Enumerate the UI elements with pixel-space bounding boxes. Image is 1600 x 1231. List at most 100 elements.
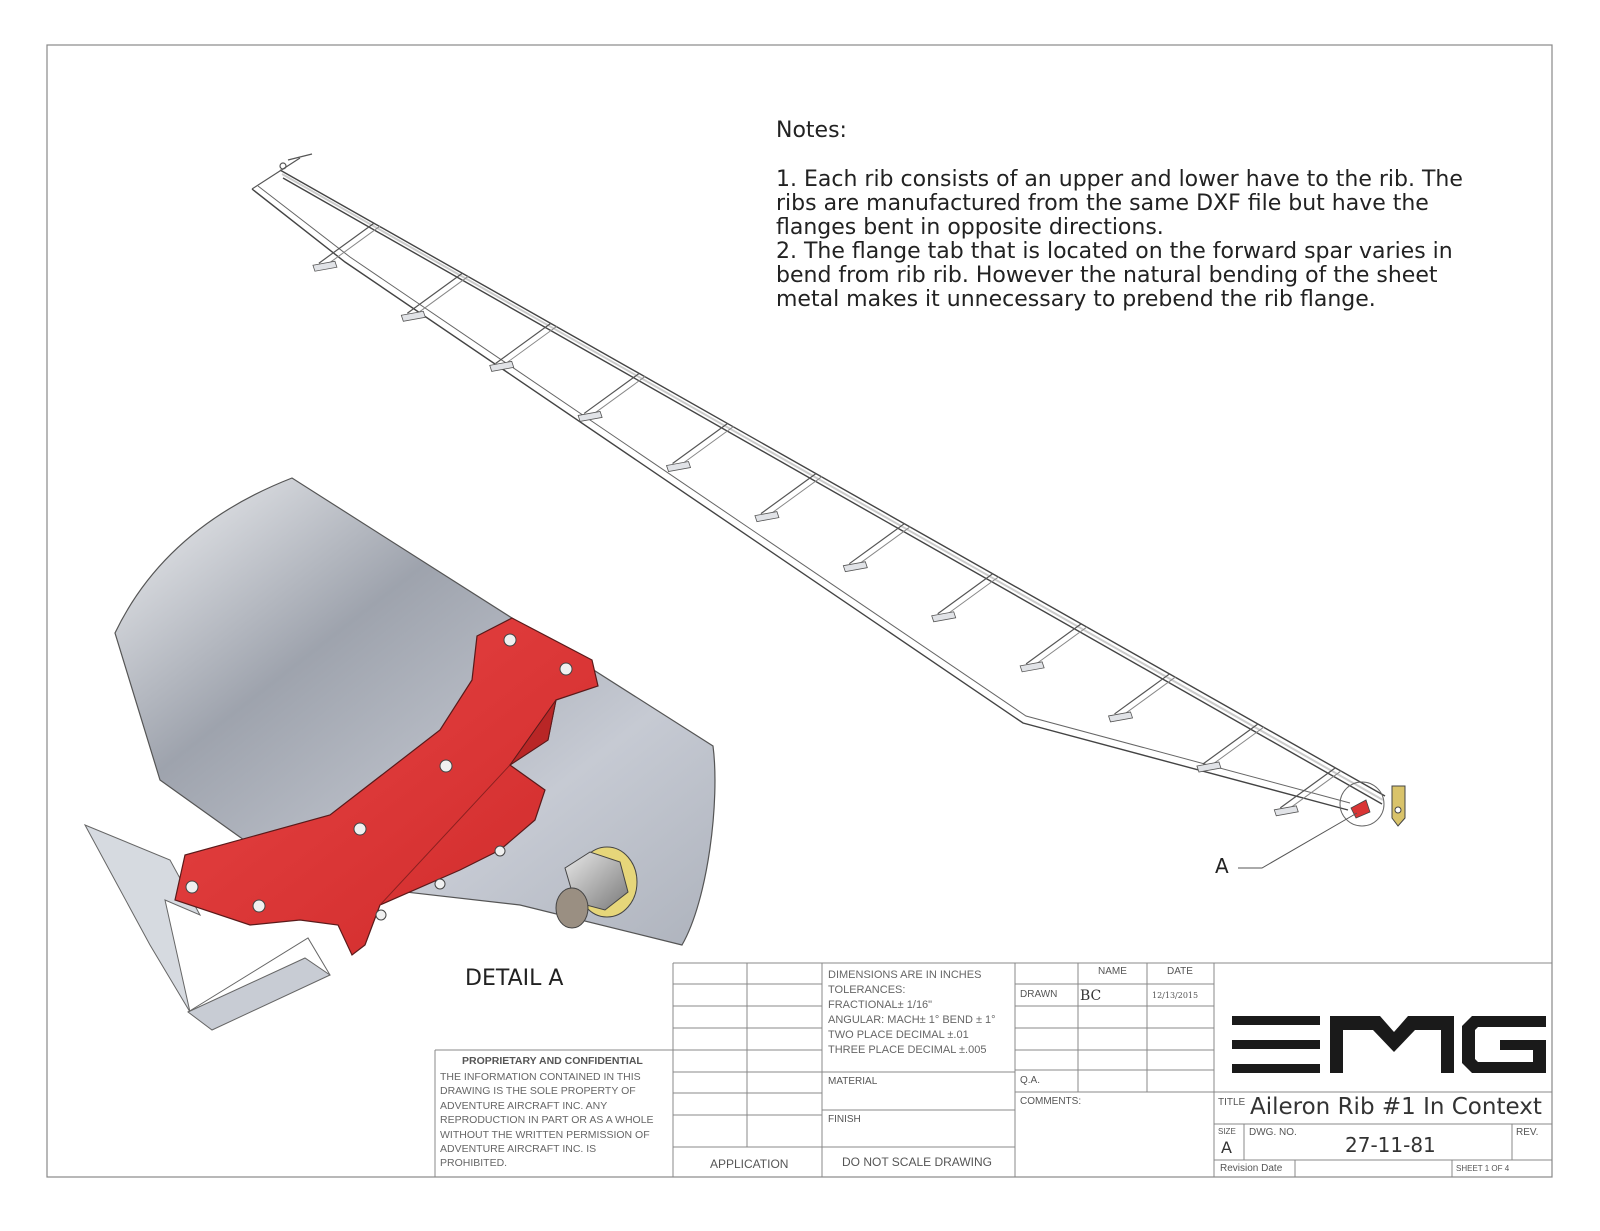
proprietary-line: PROHIBITED. — [440, 1157, 508, 1170]
rib-crossmember — [760, 473, 817, 515]
rib-crossmember-tab — [1019, 661, 1045, 673]
rib-crossmember — [1025, 623, 1082, 665]
rib-crossmember-edge — [678, 426, 734, 467]
detail-rib-web — [83, 824, 202, 1013]
finish-label: FINISH — [828, 1114, 861, 1125]
flange-hole — [375, 909, 387, 921]
rib-crossmember — [406, 272, 463, 314]
rib-crossmember-tab — [665, 461, 692, 472]
tolerance-line: ANGULAR: MACH± 1° BEND ± 1° — [828, 1014, 996, 1026]
size-value: A — [1221, 1138, 1232, 1157]
rib-crossmember — [1202, 723, 1259, 765]
rib-crossmember-tab — [931, 611, 957, 623]
detail-bolt-end — [555, 887, 589, 929]
note-line: bend from rib rib. However the natural b… — [776, 263, 1438, 288]
rib-crossmember-tab — [842, 561, 868, 573]
flange-hole — [439, 759, 453, 773]
note-line: 1. Each rib consists of an upper and low… — [776, 167, 1463, 192]
detail-callout-circle — [1339, 781, 1385, 827]
rib-crossmember — [583, 372, 640, 414]
note-line: metal makes it unnecessary to prebend th… — [776, 287, 1376, 312]
rib-crossmember-edge — [413, 275, 469, 317]
drawn-name: BC — [1080, 988, 1102, 1004]
flange-hole — [494, 845, 506, 857]
proprietary-line: ADVENTURE AIRCRAFT INC. IS — [440, 1143, 597, 1156]
qa-label: Q.A. — [1020, 1075, 1041, 1086]
proprietary-heading: PROPRIETARY AND CONFIDENTIAL — [462, 1055, 643, 1067]
comments-label: COMMENTS: — [1020, 1096, 1082, 1107]
detail-lower-flange-edge — [187, 937, 331, 1013]
rib-crossmember-edge — [589, 376, 646, 417]
flange-hole — [353, 822, 367, 836]
rib-crossmember — [937, 573, 994, 615]
tolerance-notes: DIMENSIONS ARE IN INCHES TOLERANCES: FRA… — [828, 968, 996, 1058]
rib-crossmember-edge — [855, 526, 911, 568]
do-not-scale-label: DO NOT SCALE DRAWING — [842, 1155, 993, 1169]
rib-crossmember-tab — [1108, 711, 1134, 723]
callout-leader-line — [1238, 812, 1358, 869]
drawing-title: Aileron Rib #1 In Context — [1250, 1094, 1542, 1120]
flange-hole — [185, 880, 199, 894]
rib-crossmember-tab — [754, 511, 780, 523]
drawn-date: 12/13/2015 — [1152, 991, 1199, 1000]
sheet-border — [46, 44, 1553, 1178]
proprietary-line: WITHOUT THE WRITTEN PERMISSION OF — [440, 1128, 650, 1141]
note-line: ribs are manufactured from the same DXF … — [776, 191, 1429, 216]
rib-crossmember — [1279, 767, 1336, 809]
flange-hole — [434, 878, 446, 890]
rib-crossmember-tab — [1273, 805, 1299, 817]
rib-crossmembers — [312, 222, 1342, 817]
revision-date-label: Revision Date — [1220, 1163, 1283, 1174]
dwg-no-value: 27-11-81 — [1345, 1133, 1436, 1157]
emg-logo — [1232, 1016, 1546, 1073]
proprietary-text: THE INFORMATION CONTAINED IN THIS DRAWIN… — [440, 1070, 670, 1171]
rib-crossmember-edge — [1208, 726, 1265, 768]
proprietary-line: REPRODUCTION IN PART OR AS A WHOLE — [440, 1114, 654, 1127]
callout-a-label: A — [1215, 854, 1229, 878]
fitting-hole — [1394, 806, 1402, 814]
note-line: flanges bent in opposite directions. — [776, 215, 1164, 240]
date-header: DATE — [1167, 966, 1193, 977]
rib-crossmember-edge — [501, 325, 558, 367]
material-label: MATERIAL — [828, 1076, 878, 1087]
detail-spar-tube — [114, 477, 716, 946]
rib-crossmember-edge — [1285, 770, 1342, 812]
detail-a-label: DETAIL A — [465, 966, 564, 991]
proprietary-line: DRAWING IS THE SOLE PROPERTY OF — [440, 1085, 636, 1098]
rib-crossmember-tab — [400, 310, 426, 322]
rib-crossmember-edge — [943, 576, 1000, 618]
rib-crossmember — [672, 423, 728, 465]
proprietary-line: ADVENTURE AIRCRAFT INC. ANY — [440, 1099, 608, 1112]
dwg-no-label: DWG. NO. — [1249, 1127, 1297, 1138]
rib-crossmember-edge — [766, 476, 823, 518]
drawn-label: DRAWN — [1020, 989, 1058, 1000]
tolerance-line: THREE PLACE DECIMAL ±.005 — [828, 1044, 987, 1056]
detail-a-view — [83, 477, 716, 1031]
rib-crossmember — [848, 523, 905, 565]
rib-crossmember-edge — [324, 225, 381, 267]
tolerance-line: DIMENSIONS ARE IN INCHES — [828, 969, 982, 981]
flange-hole — [503, 633, 517, 647]
rib-crossmember-edge — [1120, 676, 1176, 718]
rib-crossmember-tab — [577, 410, 603, 422]
rib-crossmember-tab — [489, 360, 515, 372]
fitting-yellow — [1391, 785, 1406, 827]
sheet-label: SHEET 1 OF 4 — [1456, 1164, 1510, 1173]
title-label: TITLE — [1218, 1097, 1246, 1108]
size-label: SIZE — [1218, 1127, 1236, 1136]
flange-hole — [252, 899, 266, 913]
tolerance-line: TOLERANCES: — [828, 984, 906, 996]
notes-title: Notes: — [776, 118, 847, 143]
proprietary-line: THE INFORMATION CONTAINED IN THIS — [440, 1071, 641, 1083]
rib-crossmember — [495, 322, 552, 364]
rib-crossmember-tab — [1196, 761, 1222, 773]
aileron-rib-assembly — [251, 153, 1386, 811]
flange-hole — [559, 662, 573, 676]
rev-label: REV. — [1516, 1127, 1539, 1138]
rib-crossmember — [318, 222, 375, 264]
application-label: APPLICATION — [710, 1157, 789, 1171]
detail-red-side-face — [509, 699, 557, 766]
note-line: 2. The flange tab that is located on the… — [776, 239, 1453, 264]
rib-crossmember-tab — [312, 260, 338, 272]
